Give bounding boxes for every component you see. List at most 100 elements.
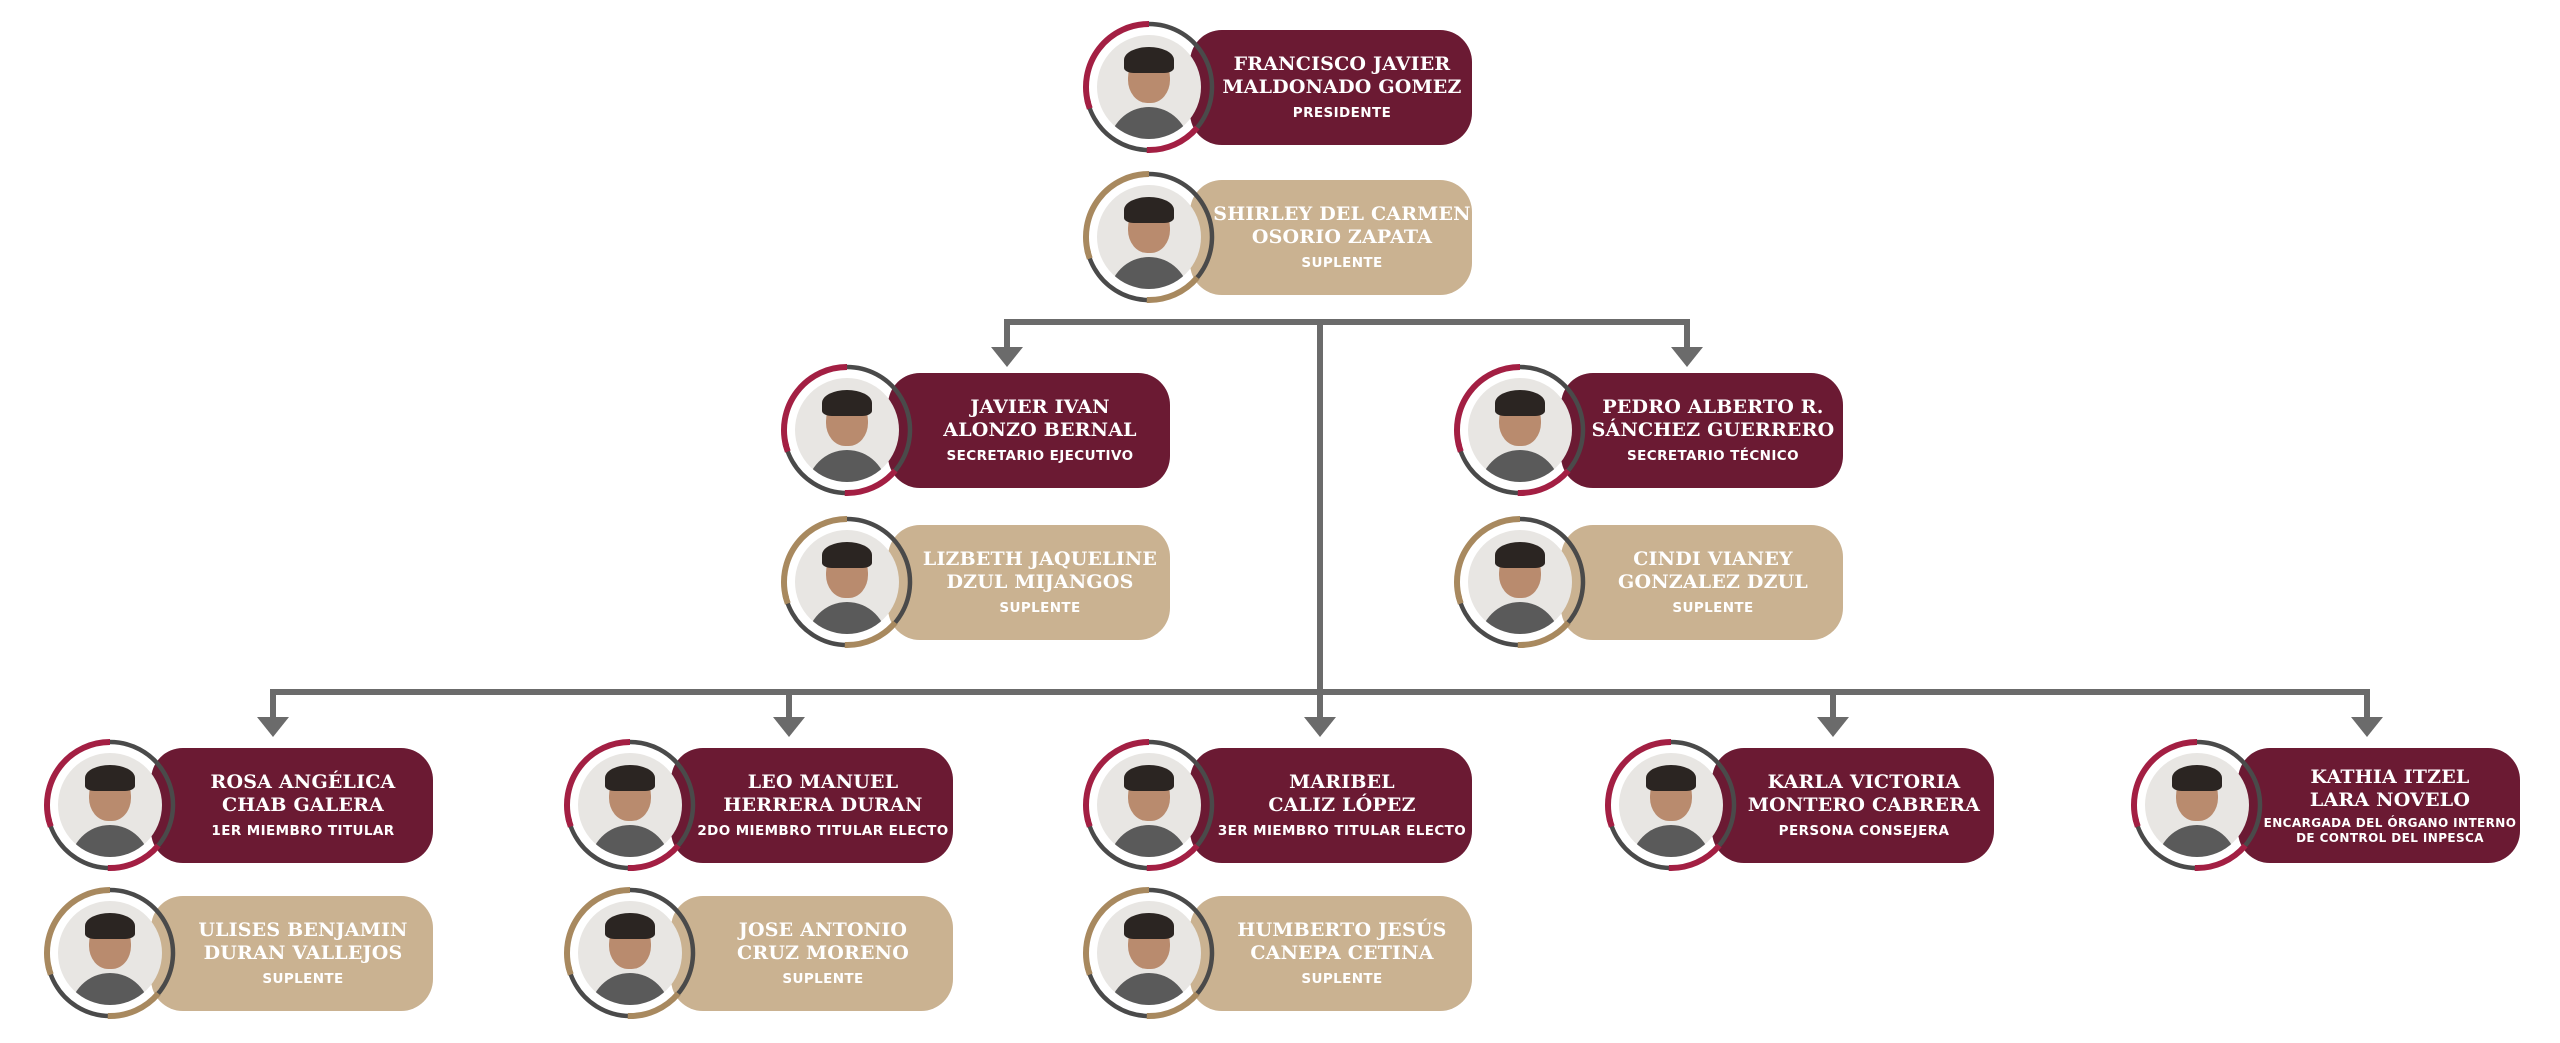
- avatar-ring: [44, 739, 176, 871]
- member-role: SUPLENTE: [1672, 600, 1754, 616]
- photo-body: [1109, 825, 1189, 857]
- ring-accent-bottom: [844, 620, 898, 648]
- member-name: ROSA ANGÉLICA CHAB GALERA: [211, 771, 396, 817]
- avatar: [780, 515, 914, 649]
- avatar: [1082, 170, 1216, 304]
- ring-accent-top: [1083, 887, 1150, 971]
- member-card-organo-interno: KATHIA ITZEL LARA NOVELO ENCARGADA DEL Ó…: [2130, 738, 2560, 872]
- member-card-miembro-2-suplente: JOSE ANTONIO CRUZ MORENO SUPLENTE: [563, 886, 1023, 1020]
- member-role: SECRETARIO EJECUTIVO: [946, 448, 1134, 464]
- ring-accent-bottom: [1146, 843, 1200, 871]
- arrow-organo-interno: [2351, 717, 2383, 737]
- member-name-line1: JAVIER IVAN: [970, 396, 1110, 418]
- photo-hair: [1124, 765, 1174, 791]
- photo-body: [1480, 602, 1560, 634]
- member-role: 1ER MIEMBRO TITULAR: [211, 823, 395, 839]
- photo-hair: [822, 390, 872, 416]
- titular-box: JAVIER IVAN ALONZO BERNAL SECRETARIO EJE…: [888, 373, 1170, 488]
- arrow-secretario-ejecutivo: [991, 347, 1023, 367]
- member-name: MARIBEL CALIZ LÓPEZ: [1268, 771, 1415, 817]
- member-name-line2: DZUL MIJANGOS: [946, 571, 1134, 593]
- member-role: ENCARGADA DEL ÓRGANO INTERNO DE CONTROL …: [2264, 816, 2517, 846]
- ring-accent-top: [1083, 21, 1150, 105]
- avatar-ring: [1083, 887, 1215, 1019]
- avatar-ring: [2131, 739, 2263, 871]
- member-name-line1: CINDI VIANEY: [1633, 548, 1793, 570]
- photo-icon: [1097, 35, 1201, 139]
- arrow-miembro-1: [257, 717, 289, 737]
- ring-accent-top: [2131, 739, 2198, 823]
- ring-accent-bottom: [107, 991, 161, 1019]
- member-name-line2: OSORIO ZAPATA: [1251, 226, 1433, 248]
- suplente-box: LIZBETH JAQUELINE DZUL MIJANGOS SUPLENTE: [888, 525, 1170, 640]
- avatar-ring: [1605, 739, 1737, 871]
- avatar: [43, 886, 177, 1020]
- member-role: PERSONA CONSEJERA: [1778, 823, 1950, 839]
- ring-accent-left: [1084, 99, 1093, 110]
- photo-icon: [58, 753, 162, 857]
- member-name-line2: CANEPA CETINA: [1250, 942, 1434, 964]
- ring-accent-top: [44, 887, 111, 971]
- avatar: [780, 363, 914, 497]
- member-name: JOSE ANTONIO CRUZ MORENO: [737, 919, 909, 965]
- photo-hair: [1646, 765, 1696, 791]
- member-role-line2: DE CONTROL DEL INPESCA: [2296, 830, 2484, 845]
- member-card-president-suplente: SHIRLEY DEL CARMEN OSORIO ZAPATA SUPLENT…: [1082, 170, 1542, 304]
- member-name: LEO MANUEL HERRERA DURAN: [723, 771, 922, 817]
- ring-accent-left: [782, 594, 791, 605]
- member-name-line1: KATHIA ITZEL: [2310, 765, 2470, 788]
- photo-icon: [578, 753, 682, 857]
- member-card-miembro-3: MARIBEL CALIZ LÓPEZ 3ER MIEMBRO TITULAR …: [1082, 738, 1542, 872]
- photo-body: [807, 602, 887, 634]
- member-name: LIZBETH JAQUELINE DZUL MIJANGOS: [923, 548, 1157, 594]
- ring-accent-top: [781, 364, 848, 448]
- member-name-line1: MARIBEL: [1289, 771, 1395, 793]
- titular-box: MARIBEL CALIZ LÓPEZ 3ER MIEMBRO TITULAR …: [1190, 748, 1472, 863]
- arrow-miembro-3: [1304, 717, 1336, 737]
- member-name-line1: ROSA ANGÉLICA: [210, 771, 396, 793]
- photo-icon: [1619, 753, 1723, 857]
- member-name-line1: KARLA VICTORIA: [1767, 771, 1961, 793]
- photo-hair: [2172, 765, 2222, 791]
- photo-body: [807, 450, 887, 482]
- arrow-miembro-2: [773, 717, 805, 737]
- member-card-miembro-2: LEO MANUEL HERRERA DURAN 2DO MIEMBRO TIT…: [563, 738, 1023, 872]
- member-name: KATHIA ITZEL LARA NOVELO: [2310, 766, 2470, 812]
- avatar-ring: [564, 887, 696, 1019]
- member-card-consejera: KARLA VICTORIA MONTERO CABRERA PERSONA C…: [1604, 738, 2064, 872]
- ring-accent-left: [1084, 249, 1093, 260]
- member-role: SUPLENTE: [1301, 255, 1383, 271]
- photo-hair: [1495, 542, 1545, 568]
- ring-accent-left: [45, 965, 54, 976]
- ring-accent-bottom: [627, 991, 681, 1019]
- avatar: [43, 738, 177, 872]
- member-name-line1: SHIRLEY DEL CARMEN: [1213, 203, 1471, 225]
- ring-accent-bottom: [844, 468, 898, 496]
- ring-accent-left: [565, 817, 574, 828]
- member-card-sec-ejecutivo: JAVIER IVAN ALONZO BERNAL SECRETARIO EJE…: [780, 363, 1240, 497]
- titular-box: PEDRO ALBERTO R. SÁNCHEZ GUERRERO SECRET…: [1561, 373, 1843, 488]
- photo-icon: [1097, 753, 1201, 857]
- arrow-consejera: [1817, 717, 1849, 737]
- avatar: [2130, 738, 2264, 872]
- ring-accent-top: [1083, 739, 1150, 823]
- ring-accent-top: [1083, 171, 1150, 255]
- photo-body: [1631, 825, 1711, 857]
- member-name-line2: MONTERO CABRERA: [1747, 794, 1981, 816]
- suplente-box: CINDI VIANEY GONZALEZ DZUL SUPLENTE: [1561, 525, 1843, 640]
- photo-icon: [795, 530, 899, 634]
- arrow-secretario-tecnico: [1671, 347, 1703, 367]
- avatar-ring: [1083, 21, 1215, 153]
- member-card-president: FRANCISCO JAVIER MALDONADO GOMEZ PRESIDE…: [1082, 20, 1542, 154]
- photo-hair: [1124, 197, 1174, 223]
- titular-box: ROSA ANGÉLICA CHAB GALERA 1ER MIEMBRO TI…: [151, 748, 433, 863]
- photo-body: [590, 973, 670, 1005]
- photo-body: [1480, 450, 1560, 482]
- ring-accent-bottom: [1146, 125, 1200, 153]
- ring-accent-left: [1606, 817, 1615, 828]
- photo-icon: [2145, 753, 2249, 857]
- ring-accent-bottom: [1517, 620, 1571, 648]
- titular-box: KATHIA ITZEL LARA NOVELO ENCARGADA DEL Ó…: [2238, 748, 2520, 863]
